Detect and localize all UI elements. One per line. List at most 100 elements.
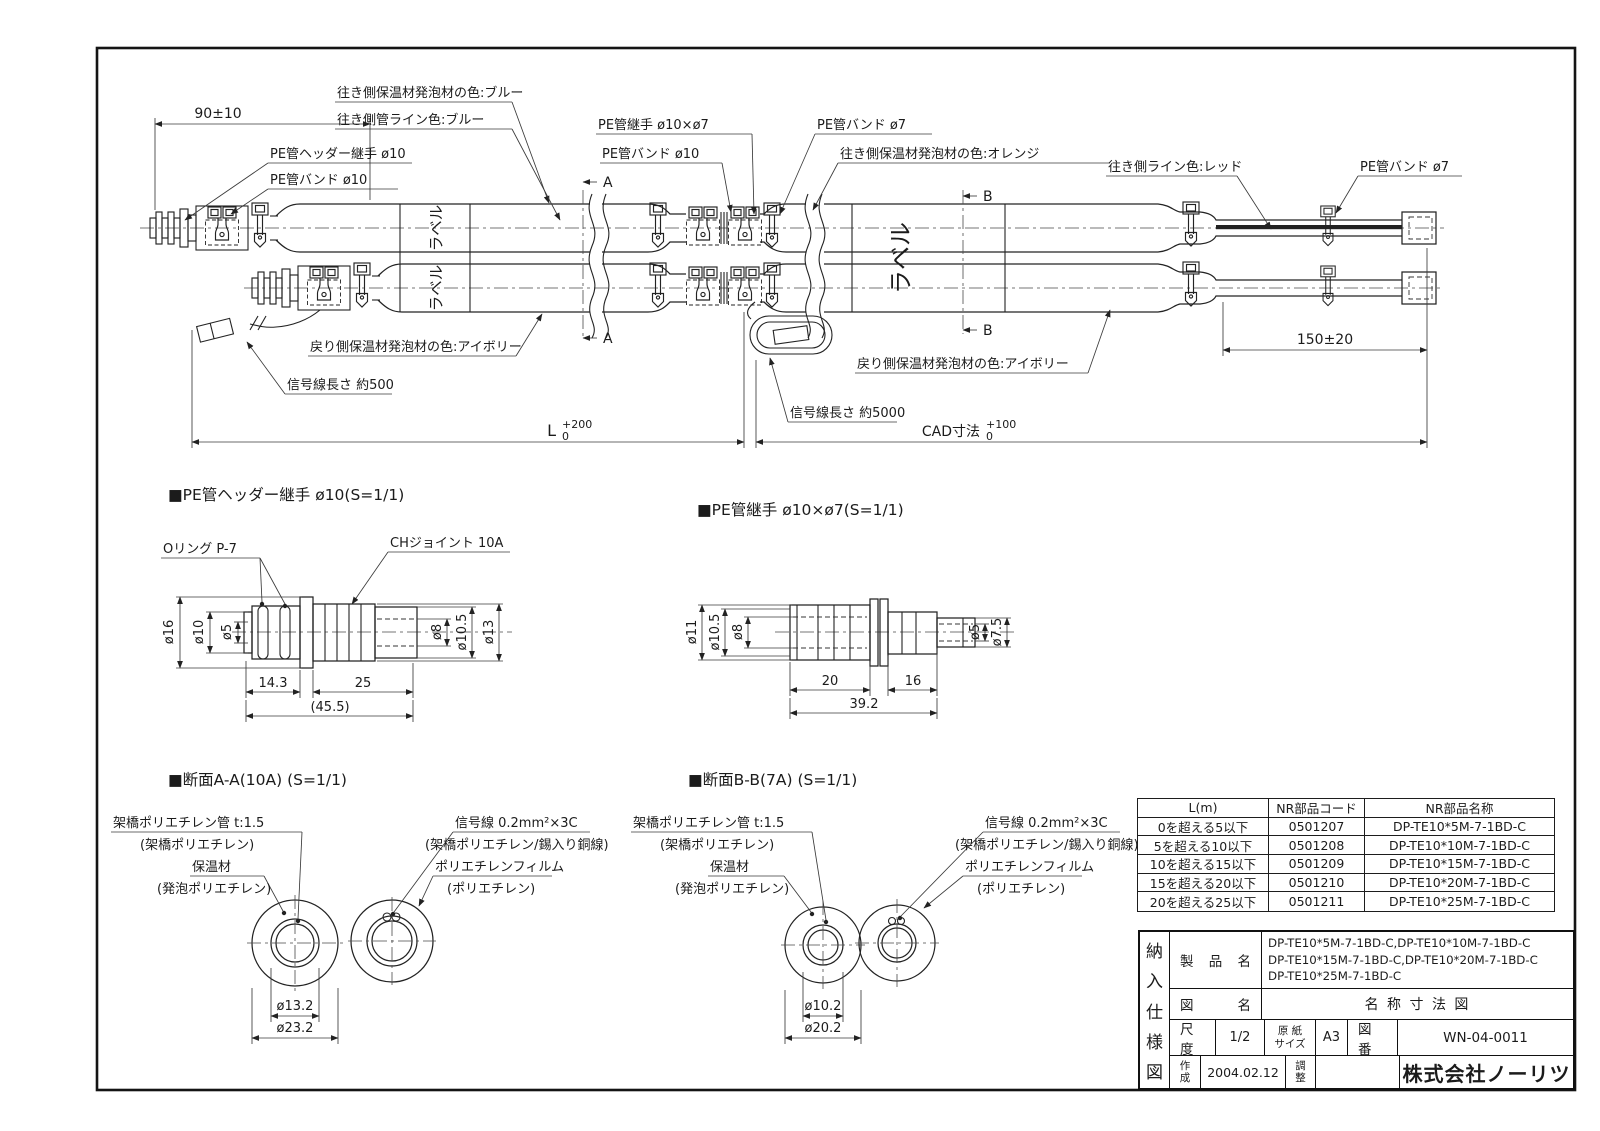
- fitting-outline: [789, 598, 976, 667]
- company-name: 株式会社ノーリツ: [1402, 1061, 1571, 1086]
- label-band7-mid: PE管バンド ø7: [817, 118, 906, 133]
- label-pex-pipe: 架橋ポリエチレン管 t:1.5: [633, 816, 784, 831]
- pipe-band: [1182, 201, 1200, 247]
- label-signal-500: 信号線長さ 約500: [287, 377, 394, 393]
- label-pe-film-sub: (ポリエチレン): [447, 882, 535, 897]
- detail-dimensions: ø11 ø10.5 ø8 ø5 ø7.5 20 16 39.2: [685, 604, 1011, 719]
- section-line-a: A A: [582, 175, 613, 347]
- table-cell: 15を超える20以下: [1138, 873, 1269, 893]
- title-block: 納 入 仕 様 図 製 品 名 DP-TE10*5M-7-1BD-C,DP-TE…: [1138, 930, 1575, 1090]
- sticker-text: ラベル: [428, 205, 446, 252]
- dim-d5: ø5: [968, 624, 983, 640]
- label-signal-wire: 信号線 0.2mm²×3C: [455, 815, 578, 831]
- table-cell: DP-TE10*25M-7-1BD-C: [1389, 894, 1530, 910]
- label-insulation-sub: (発泡ポリエチレン): [157, 882, 271, 897]
- pipe-cross-section: [781, 901, 865, 989]
- label-ch-joint: CHジョイント 10A: [390, 536, 504, 551]
- doc-type-char: 仕: [1146, 1002, 1163, 1023]
- drawing-name-label: 図 名: [1180, 998, 1251, 1014]
- section-dimensions: ø13.2 ø23.2: [251, 968, 339, 1044]
- dim-d8: ø8: [430, 624, 445, 640]
- section-aa-view: ■断面A-A(10A) (S=1/1) 架橋ポリエチレン管 t:1.5 (架橋ポ…: [111, 771, 609, 1044]
- dim-L: L: [547, 421, 556, 440]
- adjust-value: [1316, 1056, 1400, 1088]
- detail-title: ■PE管ヘッダー継手 ø10(S=1/1): [168, 486, 404, 504]
- dim-d105: ø10.5: [455, 614, 470, 651]
- doc-type-vertical: 納 入 仕 様 図: [1140, 932, 1170, 1088]
- paper-size-value: A3: [1316, 1020, 1348, 1055]
- label-return-foam-left: 戻り側保温材発泡材の色:アイボリー: [310, 339, 522, 355]
- doc-type-char: 図: [1146, 1063, 1163, 1083]
- doc-type-char: 入: [1146, 972, 1163, 993]
- table-cell: 0501209: [1269, 854, 1365, 874]
- section-dimensions: ø10.2 ø20.2: [784, 972, 862, 1044]
- label-pex-pipe-sub: (架橋ポリエチレン): [140, 838, 254, 853]
- pipe-couplings: [649, 202, 781, 308]
- label-insulation: 保温材: [192, 860, 231, 875]
- section-line-b: B B: [962, 189, 993, 339]
- dim-inner: ø10.2: [805, 999, 842, 1014]
- dim-d13: ø13: [482, 620, 497, 645]
- table-cell: 5を超える10以下: [1138, 836, 1269, 855]
- dim-L-tol-dn: 0: [562, 430, 569, 443]
- pipe-band-7: [1320, 265, 1336, 307]
- section-title: ■断面B-B(7A) (S=1/1): [688, 771, 857, 789]
- dim-L-tol-up: +200: [562, 418, 592, 431]
- table-cell: 0を超える5以下: [1138, 817, 1269, 837]
- created-date: 2004.02.12: [1201, 1056, 1286, 1088]
- parts-table: L(m) NR部品コード NR部品名称 0を超える5以下 0501207 DP-…: [1137, 798, 1555, 912]
- label-band7-right: PE管バンド ø7: [1360, 160, 1449, 175]
- pipe-band: [1182, 261, 1200, 307]
- break-lines: [588, 193, 826, 339]
- table-cell: 0501207: [1269, 817, 1365, 837]
- pipe-band: [251, 202, 269, 248]
- pipe-band: [353, 262, 371, 308]
- section-b-label: B: [983, 189, 993, 205]
- label-joint-10x7: PE管継手 ø10×ø7: [598, 118, 709, 133]
- table-cell: 0501211: [1269, 892, 1365, 911]
- label-band10-left: PE管バンド ø10: [270, 173, 367, 188]
- signal-cross-section: [348, 897, 436, 985]
- drawing-no-value: WN-04-0011: [1443, 1029, 1528, 1046]
- label-sticker-left: ラベル ラベル: [399, 204, 471, 312]
- dim-outer: ø23.2: [277, 1021, 314, 1036]
- section-a-label: A: [603, 331, 613, 347]
- paper-size-label: 原 紙 サイズ: [1265, 1020, 1316, 1055]
- label-return-foam-right: 戻り側保温材発泡材の色:アイボリー: [857, 356, 1069, 372]
- label-supply-line-color: 往き側管ライン色:ブルー: [337, 112, 484, 128]
- label-supply-foam-orange: 往き側保温材発泡材の色:オレンジ: [840, 146, 1039, 162]
- table-cell: DP-TE10*10M-7-1BD-C: [1365, 836, 1554, 855]
- section-bb-view: ■断面B-B(7A) (S=1/1) 架橋ポリエチレン管 t:1.5 (架橋ポリ…: [631, 771, 1139, 1044]
- fitting-outline: [243, 596, 418, 669]
- scale-value: 1/2: [1216, 1020, 1265, 1055]
- drawing-name: 名 称 寸 法 図: [1364, 997, 1471, 1013]
- label-supply-foam-color: 往き側保温材発泡材の色:ブルー: [337, 85, 523, 101]
- doc-type-char: 様: [1146, 1032, 1163, 1053]
- table-cell: 0501208: [1269, 836, 1365, 855]
- dim-d11: ø11: [685, 620, 700, 645]
- table-header-cell: NR部品名称: [1365, 799, 1554, 818]
- dim-inner: ø13.2: [277, 999, 314, 1014]
- supply-line-stripe: [1216, 225, 1402, 230]
- label-pex-pipe-sub: (架橋ポリエチレン): [660, 838, 774, 853]
- supply-pipe: [149, 201, 1437, 253]
- sticker-text: ラベル: [887, 222, 915, 294]
- pipe-end-block: [1401, 271, 1437, 305]
- dim-d105: ø10.5: [708, 614, 723, 651]
- table-header-cell: L(m): [1138, 799, 1269, 818]
- table-cell: DP-TE10*20M-7-1BD-C: [1365, 874, 1554, 893]
- drawing-frame: [95, 46, 1577, 1092]
- section-labels: 架橋ポリエチレン管 t:1.5 (架橋ポリエチレン) 保温材 (発泡ポリエチレン…: [111, 815, 609, 924]
- table-cell: DP-TE10*5M-7-1BD-C: [1365, 818, 1554, 837]
- label-pex-pipe: 架橋ポリエチレン管 t:1.5: [113, 816, 264, 831]
- signal-connector: [195, 317, 235, 343]
- label-pe-film-sub: (ポリエチレン): [977, 882, 1065, 897]
- table-cell: 0501210: [1269, 873, 1365, 893]
- label-insulation: 保温材: [710, 860, 749, 875]
- dim-d16: ø16: [162, 620, 177, 645]
- adjust-label: 調 整: [1286, 1056, 1316, 1088]
- created-label: 作 成: [1170, 1056, 1201, 1088]
- section-labels: 架橋ポリエチレン管 t:1.5 (架橋ポリエチレン) 保温材 (発泡ポリエチレン…: [631, 815, 1139, 925]
- label-signal-5000: 信号線長さ 約5000: [790, 405, 905, 421]
- detail-pe-joint: ■PE管継手 ø10×ø7(S=1/1) ø11 ø10: [685, 501, 1015, 719]
